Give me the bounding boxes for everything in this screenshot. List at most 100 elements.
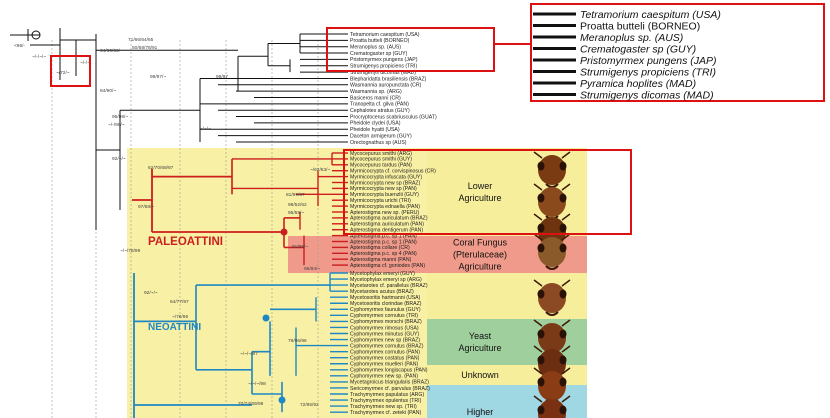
tip-label: Mycetosoritis clorindae (BRAZ) — [350, 301, 422, 307]
support-value: 95/98/~ — [112, 114, 128, 120]
support-value: ~/~/~ — [200, 126, 211, 132]
tip-label: Cyphomyrmex longiscapus (PAN) — [350, 368, 428, 374]
agriculture-label: Agriculture — [458, 262, 501, 272]
tip-label: Cyphomyrmex muelleri (PAN) — [350, 362, 418, 368]
inset-taxon-label: Pristomyrmex pungens (JAP) — [580, 55, 717, 67]
tip-label: Cyphomyrmex cornutus (BRAZ) — [350, 343, 424, 349]
tip-label: Meranoplus sp. (AUS) — [350, 45, 401, 51]
tip-label: Cyphomyrmex rimosus (USA) — [350, 325, 419, 331]
ant-head-icon — [533, 151, 571, 188]
ant-eye — [537, 193, 545, 203]
ant-head — [538, 323, 566, 353]
tip-label: Crematogaster sp (GUY) — [350, 51, 408, 57]
tip-label: Mycetosoritis hartmanni (USA) — [350, 295, 421, 301]
inset-taxon-label: Tetramorium caespitum (USA) — [580, 9, 721, 21]
support-value: <96/- — [14, 43, 25, 49]
top-taxa-highlight-box — [326, 27, 495, 72]
ant-antenna — [561, 395, 571, 403]
support-value: 91/95/~ — [292, 244, 308, 250]
ant-head-icon — [533, 395, 571, 418]
tip-label: Cyphomyrmex costatus (PAN) — [350, 356, 420, 362]
tip-label: Pristomyrmex pungens (JAP) — [350, 57, 418, 63]
ant-antenna — [561, 319, 571, 327]
tip-label: Cyphomyrmex cornutus (TRI) — [350, 313, 418, 319]
ant-head — [538, 187, 566, 217]
tip-label: Strumigenys dicomas (MAD) — [350, 70, 416, 76]
ant-eye — [537, 161, 545, 171]
tip-label: Apterostigma p.c. sp 4 (PAN) — [350, 251, 417, 257]
ant-head-icon — [533, 367, 571, 404]
support-value: 72/85/92 — [300, 402, 319, 408]
node-marker — [262, 314, 270, 322]
support-value: 84/90/~ — [100, 88, 116, 94]
tip-label: Apterostigma cf. goniodes (PAN) — [350, 263, 425, 269]
paleoattini-label: PALEOATTINI — [148, 236, 223, 248]
agriculture-label: Agriculture — [458, 343, 501, 353]
support-value: 97/68/~ — [138, 204, 154, 210]
tip-label: Strumigenys propiciens (TRI) — [350, 64, 417, 70]
ant-antenna — [533, 183, 543, 191]
tip-label: Proatta butteli (BORNEO) — [350, 38, 410, 44]
ant-antenna — [533, 279, 543, 287]
tip-label: Mycocepurus smithi (ARG) — [350, 151, 412, 157]
ant-eye — [559, 161, 567, 171]
support-value: 64/65/60/~ — [100, 48, 123, 54]
tip-label: Myrmicocrypta new sp (PAN) — [350, 186, 417, 192]
tip-label: Apterostigma p.c. sp 1 (PAN) — [350, 239, 417, 245]
ant-eye — [559, 329, 567, 339]
support-value: 79/96/96 — [288, 338, 307, 344]
tip-label: Cephalotes atratus (GUY) — [350, 108, 410, 114]
inset-panel: Tetramorium caespitum (USA)Proatta butte… — [530, 3, 825, 102]
support-value: ~/72/~ — [56, 70, 70, 76]
tip-label: Procryptocerus scabriusculus (GUAT) — [350, 114, 437, 120]
tip-label: Apterostigma dentigerum (PAN) — [350, 228, 423, 234]
ant-antenna — [533, 395, 543, 403]
inset-taxon-label: Strumigenys propiciens (TRI) — [580, 67, 716, 79]
ant-antenna — [561, 213, 571, 221]
tip-label: Wasmannia sp. (ARG) — [350, 89, 402, 95]
ant-antenna — [533, 367, 543, 375]
support-value: 64/77/97 — [170, 299, 189, 305]
node-marker — [278, 396, 286, 404]
tip-label: Cyphomyrmex minutus (GUY) — [350, 331, 419, 337]
ant-eye — [537, 223, 545, 233]
tip-label: Mycetarotes cf. parallelus (BRAZ) — [350, 283, 428, 289]
ant-eye — [559, 223, 567, 233]
ant-eye — [559, 243, 567, 253]
scale-marker — [10, 29, 41, 41]
tip-label: Apterostigma collare (CR) — [350, 245, 410, 251]
ant-head — [538, 399, 566, 418]
tip-label: Apterostigma new sp. (PERU) — [350, 210, 419, 216]
ant-antenna — [561, 279, 571, 287]
tip-label: Pheidole hyatti (USA) — [350, 127, 400, 133]
ant-eye — [559, 405, 567, 415]
tip-label: Mycetophylax emeryi sp (ARG) — [350, 277, 422, 283]
support-value: 71/66/64/65 — [128, 37, 154, 43]
ant-antenna — [561, 151, 571, 159]
tip-label: Myrmicocrypta new sp (BRAZ) — [350, 180, 421, 186]
support-value: ~/-/~/~ — [32, 54, 46, 60]
inset-taxon-label: Pyramica hoplites (MAD) — [580, 78, 696, 90]
inset-taxon-label: Crematogaster sp (GUY) — [580, 44, 696, 56]
tip-label: Myrmicocrypta buenzlii (GUY) — [350, 192, 419, 198]
tip-label: Trachymyrmex papulatus (ARG) — [350, 392, 424, 398]
ant-mandible — [545, 265, 559, 270]
support-value: 62/70/69/97 — [148, 165, 174, 171]
support-value: 98/52/62 — [288, 202, 307, 208]
ant-head — [538, 349, 566, 379]
ant-antenna — [533, 213, 543, 221]
agriculture-label: Unknown — [461, 370, 499, 380]
tip-label: Myrmicocrypta urichi (TRI) — [350, 198, 411, 204]
agriculture-label: Higher — [467, 407, 494, 417]
tip-label: Apterostigma manni (PAN) — [350, 257, 412, 263]
inset-taxon-label: Proatta butteli (BORNEO) — [580, 21, 700, 33]
tip-label: Pheidole clydei (USA) — [350, 121, 401, 127]
ant-head — [538, 283, 566, 313]
support-value: ~/76/96 — [172, 314, 188, 320]
tip-label: Wasmannia auropunctata (CR) — [350, 83, 422, 89]
tip-label: Trachymyrmex new sp. (TRI) — [350, 404, 417, 410]
ant-eye — [537, 243, 545, 253]
support-value: ~/-/96/~ — [108, 122, 125, 128]
support-value: ~/~/~/98 — [248, 381, 266, 387]
tip-label: Tetramorium caespitum (USA) — [350, 32, 420, 38]
